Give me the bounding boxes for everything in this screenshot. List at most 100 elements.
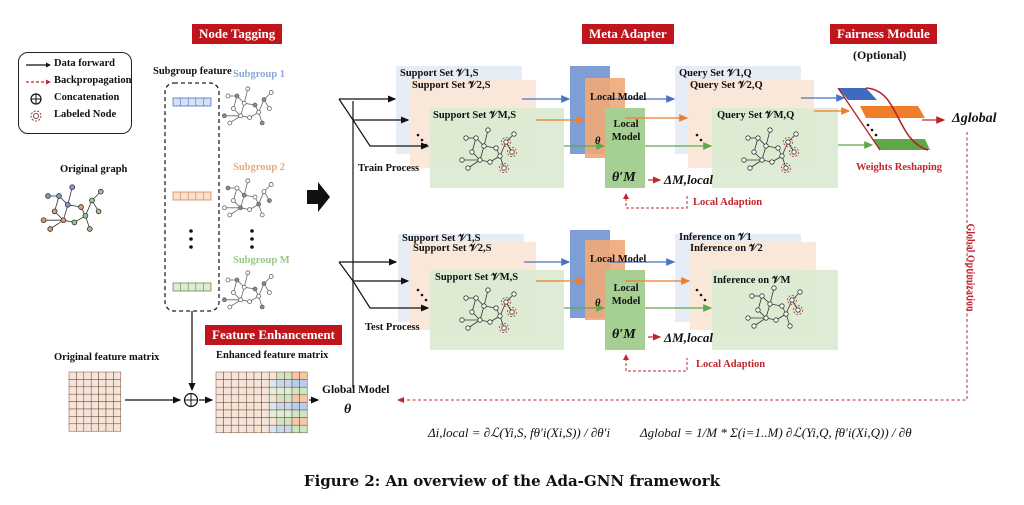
matrix-cell (98, 393, 107, 402)
global-model-theta: θ (344, 402, 352, 417)
graph-node (469, 149, 475, 155)
labeled-node-marker (781, 163, 791, 173)
graph-node (463, 135, 469, 141)
matrix-cell (284, 379, 293, 388)
graph-node (245, 178, 251, 184)
matrix-cell (90, 393, 99, 402)
train-local-adaption-label: Local Adaption (693, 197, 763, 208)
matrix-cell (83, 386, 92, 395)
graph-node (51, 208, 58, 215)
matrix-cell (113, 423, 122, 432)
original-graph (40, 184, 104, 232)
graph-node (459, 157, 465, 163)
matrix-cell (215, 409, 224, 418)
matrix-cell (68, 408, 77, 417)
graph-node (473, 295, 479, 301)
test-support-set-1: Support Set 𝒱1,S (402, 233, 481, 244)
matrix-cell (76, 423, 85, 432)
fairness-module-title: Fairness Module (830, 24, 937, 44)
matrix-cell (253, 394, 262, 403)
graph-node (60, 217, 67, 224)
matrix-cell (90, 423, 99, 432)
matrix-cell (223, 394, 232, 403)
graph-node (268, 274, 274, 279)
matrix-cell (284, 394, 293, 403)
matrix-cell (68, 379, 77, 388)
matrix-cell (253, 409, 262, 418)
matrix-cell (105, 408, 114, 417)
subgroup-m-label: Subgroup M (233, 255, 290, 266)
graph-node (252, 102, 258, 108)
matrix-cell (90, 386, 99, 395)
matrix-cell (284, 402, 293, 411)
train-support-set-1: Support Set 𝒱1,S (400, 68, 479, 79)
legend-box (18, 52, 132, 134)
graph-node (473, 135, 479, 141)
matrix-cell (230, 409, 240, 418)
subgroup-m-feature-vector (172, 282, 212, 292)
matrix-cell (261, 379, 270, 388)
graph-node (252, 194, 258, 200)
matrix-cell (83, 423, 92, 432)
graph-node (741, 157, 747, 163)
test-theta-back: θ (595, 298, 601, 309)
graph-node (234, 277, 240, 283)
matrix-cell (299, 394, 308, 403)
matrix-cell (223, 371, 232, 380)
matrix-cell (215, 402, 224, 411)
matrix-cell (83, 408, 92, 417)
matrix-cell (291, 424, 300, 434)
fairness-optional-label: (Optional) (853, 48, 907, 62)
graph-node (755, 135, 761, 141)
matrix-cell (230, 417, 240, 426)
matrix-cell (299, 424, 308, 434)
train-query-set-2: Query Set 𝒱2,Q (690, 80, 763, 91)
matrix-cell (215, 424, 224, 434)
global-model-label: Global Model (322, 384, 390, 396)
graph-edge (769, 287, 775, 305)
matrix-cell (215, 371, 224, 380)
graph-node (268, 90, 274, 95)
matrix-cell (253, 371, 262, 380)
matrix-cell (98, 401, 107, 410)
graph-node (256, 293, 261, 299)
graph-node (481, 303, 487, 309)
labeled-node-marker (783, 137, 793, 147)
test-inference-set-2: Inference on 𝒱2 (690, 243, 763, 254)
graph-node (463, 295, 469, 301)
train-support-set-m: Support Set 𝒱M,S (433, 110, 517, 121)
graph-node (503, 139, 509, 145)
matrix-cell (98, 386, 107, 395)
graph-node (759, 293, 765, 299)
matrix-cell (299, 402, 308, 411)
subgroup-1-feature-vector (172, 97, 212, 107)
matrix-cell (291, 402, 300, 411)
train-support-set-2: Support Set 𝒱2,S (412, 80, 491, 91)
graph-edge (243, 88, 249, 104)
labeled-node-marker (499, 323, 509, 333)
matrix-cell (246, 417, 255, 426)
matrix-cell (276, 394, 285, 403)
train-local-model-2: Local Model (590, 92, 647, 103)
graph-node (751, 149, 757, 155)
graph-node (259, 212, 265, 218)
matrix-cell (253, 402, 262, 411)
matrix-cell (299, 417, 308, 426)
labeled-node-marker (501, 137, 511, 147)
legend-icons (26, 62, 51, 122)
graph-node (231, 198, 236, 203)
graph-node (231, 290, 236, 295)
solid-arrow-icon (26, 62, 51, 68)
matrix-cell (98, 408, 107, 417)
matrix-cell (291, 371, 300, 380)
matrix-cell (230, 379, 240, 388)
matrix-cell (276, 402, 285, 411)
subgroup-feature-container (164, 82, 220, 312)
matrix-cell (261, 409, 270, 418)
test-process-label: Test Process (365, 322, 420, 333)
matrix-cell (261, 424, 270, 434)
graph-node (268, 182, 274, 187)
graph-node (767, 127, 773, 133)
graph-node (493, 145, 499, 151)
